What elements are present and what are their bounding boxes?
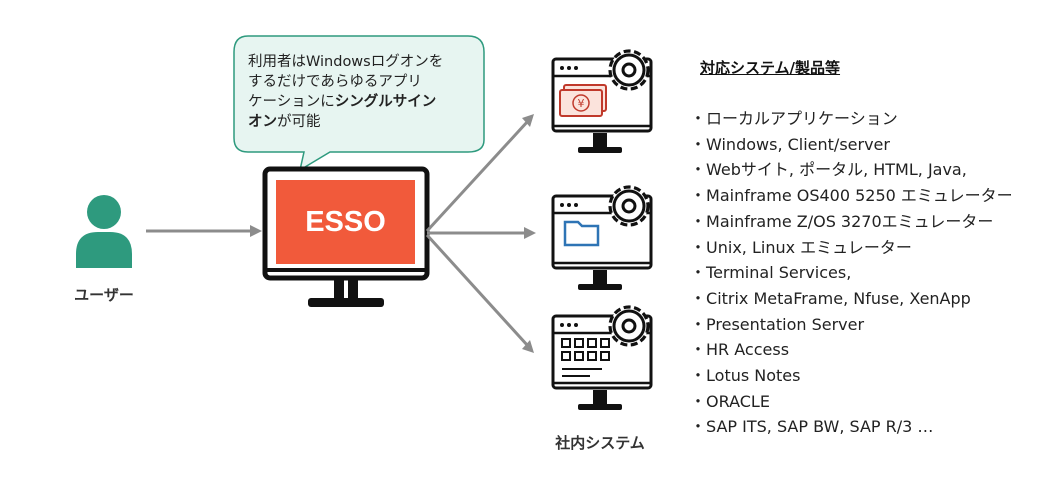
bubble-line-4-bold: オン	[248, 114, 277, 130]
systems-list-item: ORACLE	[690, 389, 1013, 415]
bubble-text: 利用者はWindowsログオンを するだけであらゆるアプリ ケーションにシングル…	[248, 52, 480, 132]
esso-label: ESSO	[305, 205, 386, 238]
arrow-esso-to-system2	[427, 227, 536, 239]
gear-icon	[608, 305, 650, 347]
systems-list-item: Presentation Server	[690, 312, 1013, 338]
bubble-line-4-suffix: が可能	[277, 114, 321, 130]
systems-list: ローカルアプリケーション Windows, Client/server Webサ…	[690, 106, 1013, 440]
app-grid-icon	[561, 338, 610, 377]
arrow-user-to-esso	[146, 225, 262, 237]
systems-list-item: Mainframe OS400 5250 エミュレーター	[690, 183, 1013, 209]
internal-systems-label: 社内システム	[555, 434, 645, 452]
bubble-line-3: ケーションにシングルサイン	[248, 92, 480, 112]
arrow-esso-to-system3	[425, 233, 534, 353]
systems-list-item: Windows, Client/server	[690, 132, 1013, 158]
arrow-esso-to-system1	[425, 114, 534, 233]
user-icon	[76, 195, 132, 268]
bubble-line-3-prefix: ケーションに	[248, 94, 335, 110]
systems-list-item: Mainframe Z/OS 3270エミュレーター	[690, 209, 1013, 235]
systems-list-item: SAP ITS, SAP BW, SAP R/3 …	[690, 414, 1013, 440]
systems-list-item: Unix, Linux エミュレーター	[690, 235, 1013, 261]
systems-list-item: ローカルアプリケーション	[690, 106, 1013, 132]
systems-list-item: Citrix MetaFrame, Nfuse, XenApp	[690, 286, 1013, 312]
money-icon: ¥	[559, 84, 607, 117]
systems-list-item: HR Access	[690, 337, 1013, 363]
bubble-line-3-bold: シングルサイン	[334, 94, 437, 110]
esso-monitor-icon	[262, 166, 430, 307]
systems-title: 対応システム/製品等	[700, 59, 841, 77]
svg-text:¥: ¥	[578, 97, 585, 110]
bubble-line-4: オンが可能	[248, 112, 480, 132]
gear-icon	[608, 185, 650, 227]
gear-icon	[608, 49, 650, 91]
bubble-line-1: 利用者はWindowsログオンを	[248, 54, 444, 70]
systems-list-item: Webサイト, ポータル, HTML, Java,	[690, 157, 1013, 183]
bubble-line-2: するだけであらゆるアプリ	[248, 74, 422, 90]
speech-bubble	[233, 35, 485, 172]
systems-list-item: Lotus Notes	[690, 363, 1013, 389]
folder-icon	[563, 220, 600, 247]
systems-list-item: Terminal Services,	[690, 260, 1013, 286]
user-label: ユーザー	[74, 286, 134, 304]
